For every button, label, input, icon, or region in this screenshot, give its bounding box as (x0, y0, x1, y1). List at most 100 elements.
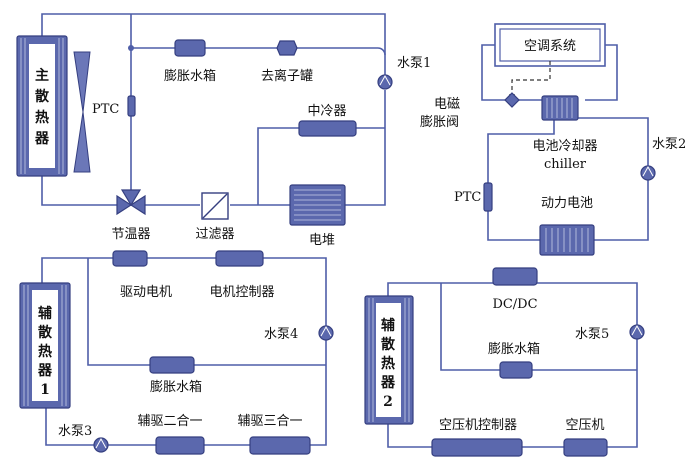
aux-radiator-2-char-3: 热 (381, 355, 395, 372)
deionizer-tank (276, 40, 298, 56)
pipe-expansion-aux2 (440, 283, 500, 371)
aux-radiator-2-char-2: 散 (381, 336, 396, 353)
aux-radiator-2-char-5: 2 (383, 394, 393, 410)
water-pump-2 (640, 165, 656, 181)
power-battery-label: 动力电池 (541, 196, 593, 211)
pipe-main-top (41, 13, 386, 75)
pipe-aux2-top (387, 282, 493, 296)
compressor (563, 438, 608, 457)
water-pump-3-label: 水泵3 (58, 424, 92, 439)
battery-chiller (541, 95, 579, 121)
water-pump-1-symbol (379, 74, 391, 86)
pipe-controller-pump4 (263, 257, 327, 327)
pipe-pump2-chiller (578, 117, 649, 166)
pipe-controller-aux2 (387, 424, 432, 448)
pipe-pump5-compressor (607, 339, 638, 448)
water-pump-4-symbol (320, 325, 332, 337)
pipe-dcdc-pump5 (537, 282, 638, 326)
main-radiator-label-panel (29, 44, 55, 168)
aux-radiator-2-char-1: 辅 (381, 317, 395, 334)
bypass-sensor (127, 95, 136, 117)
aux-radiator-1-char-1: 辅 (38, 305, 52, 322)
pipe-battery-pump2 (594, 180, 649, 241)
pipe-ptc-battery (487, 211, 540, 241)
pipe-ac-left (481, 44, 506, 101)
water-pump-2-symbol (642, 165, 654, 177)
expansion-valve-label-2: 膨胀阀 (420, 115, 459, 130)
compressor-controller-label: 空压机控制器 (439, 418, 517, 433)
filter (201, 192, 229, 220)
thermostat-valve (116, 189, 146, 216)
power-battery (539, 224, 595, 256)
pipe-expansion-aux1 (87, 258, 150, 366)
aux-drive-3in1 (249, 436, 311, 455)
aux-drive-2in1-label: 辅驱二合一 (137, 414, 202, 429)
main-ptc-heater (73, 51, 91, 173)
expansion-tank-main-label: 膨胀水箱 (164, 68, 216, 84)
water-pump-1-label: 水泵1 (397, 56, 431, 71)
pipe-chiller-ptc (487, 118, 555, 183)
compressor-label: 空压机 (565, 418, 604, 433)
ptc-fan-blade-bottom (73, 111, 91, 173)
water-pump-4 (318, 325, 334, 341)
pipe-intercooler-in (257, 127, 299, 205)
pipes (41, 13, 649, 448)
intercooler-label: 中冷器 (307, 104, 346, 119)
battery-ptc-label: PTC (454, 190, 481, 205)
aux-drive-2in1 (155, 436, 205, 455)
dcdc-label: DC/DC (492, 297, 537, 312)
expansion-tank-aux1-label: 膨胀水箱 (150, 379, 202, 395)
ac-system-box (499, 28, 601, 62)
main-radiator-char-2: 散 (35, 88, 50, 105)
motor-controller-label: 电机控制器 (209, 285, 274, 300)
main-radiator-char-3: 热 (35, 109, 49, 126)
aux-radiator-1-char-2: 散 (38, 324, 53, 341)
main-radiator-char-4: 器 (34, 131, 50, 147)
drive-motor (112, 250, 148, 267)
aux-radiator-1-char-3: 热 (38, 343, 52, 360)
water-pump-3 (93, 437, 109, 453)
intercooler (298, 120, 357, 137)
battery-chiller-label-2: chiller (544, 157, 587, 172)
motor-controller (215, 250, 264, 267)
expansion-tank-main (174, 39, 206, 57)
main-radiator: 主 散 热 器 (16, 35, 68, 177)
ac-system-label: 空调系统 (524, 39, 576, 54)
water-pump-5-symbol (631, 324, 643, 336)
fuel-cell-stack (289, 184, 346, 226)
expansion-tank-aux1 (149, 356, 195, 374)
main-radiator-fins (20, 38, 64, 174)
pipe-ac-right (585, 44, 618, 101)
aux-radiator-1-char-5: 1 (40, 382, 50, 398)
main-radiator-char-1: 主 (35, 67, 49, 84)
aux-radiator-1-char-4: 器 (37, 363, 53, 379)
expansion-tank-aux2-label: 膨胀水箱 (488, 341, 540, 357)
expansion-tank-aux2 (499, 361, 533, 379)
drive-motor-label: 驱动电机 (120, 285, 172, 300)
water-pump-4-label: 水泵4 (264, 327, 298, 342)
aux-radiator-1 (19, 282, 71, 409)
pipe-expansion-line (131, 47, 386, 56)
ac-control-signal (511, 61, 551, 92)
water-pump-2-label: 水泵2 (652, 137, 686, 152)
compressor-controller (431, 438, 523, 457)
battery-chiller-label-1: 电池冷却器 (532, 139, 597, 154)
thermostat-label: 节温器 (111, 227, 150, 242)
water-pump-1 (377, 74, 393, 90)
filter-label: 过滤器 (195, 227, 234, 242)
aux-radiator-2 (364, 295, 414, 425)
aux-drive-3in1-label: 辅驱三合一 (237, 414, 302, 429)
water-pump-5-label: 水泵5 (575, 327, 609, 342)
dcdc-converter (492, 267, 538, 286)
pipe-pump4-3in1 (310, 340, 327, 446)
pipe-pump3-aux1 (45, 408, 94, 446)
water-pump-3-symbol (95, 437, 107, 449)
pipe-radiator-return (41, 176, 117, 206)
expansion-valve (504, 92, 520, 108)
expansion-valve-label-1: 电磁 (434, 97, 460, 112)
battery-ptc-heater (483, 182, 493, 212)
pipe-pump1-stack (345, 90, 386, 206)
aux-radiator-2-char-4: 器 (380, 375, 396, 391)
